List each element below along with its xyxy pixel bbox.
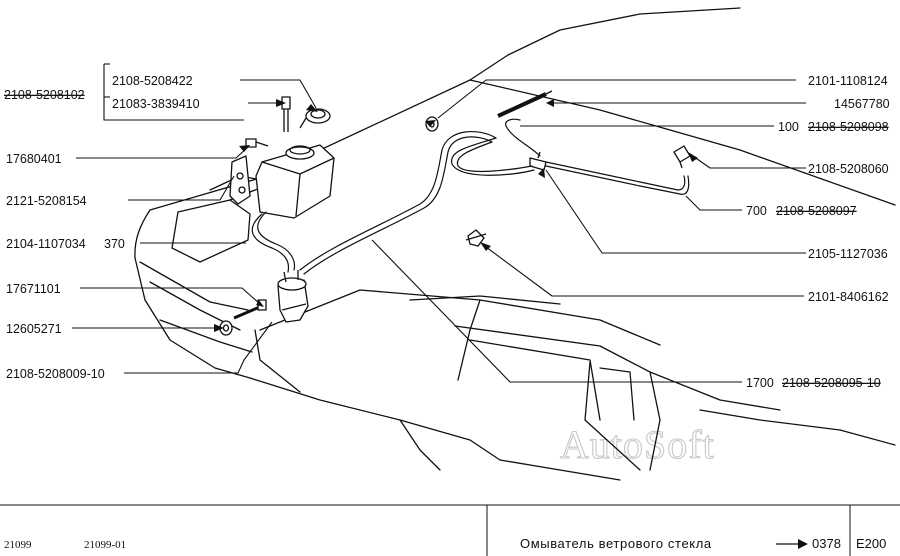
label-2108-5208097: 2108-5208097 xyxy=(776,204,857,218)
label-2108-5208102: 2108-5208102 xyxy=(4,88,85,102)
label-21083-3839410: 21083-3839410 xyxy=(112,97,200,111)
footer: 21099 21099-01 Омыватель ветрового стекл… xyxy=(0,504,900,556)
label-2105-1127036: 2105-1127036 xyxy=(808,247,888,261)
washer-pump xyxy=(277,270,309,323)
nozzle-rod xyxy=(497,90,553,118)
label-2104-1107034: 2104-1107034 xyxy=(6,237,86,251)
label-370: 370 xyxy=(104,237,125,251)
left-labels: 2108-5208102 2108-5208422 21083-3839410 … xyxy=(4,74,200,381)
washer-reservoir xyxy=(255,144,335,219)
label-2108-5208095-10: 2108-5208095-10 xyxy=(782,376,881,390)
label-17680401: 17680401 xyxy=(6,152,62,166)
reservoir-bracket xyxy=(229,155,251,205)
label-2101-8406162: 2101-8406162 xyxy=(808,290,889,304)
right-labels: 2101-1108124 14567780 100 2108-5208098 2… xyxy=(746,74,890,390)
bolt xyxy=(233,299,267,320)
label-2108-5208060: 2108-5208060 xyxy=(808,162,889,176)
label-2108-5208009-10: 2108-5208009-10 xyxy=(6,367,105,381)
footer-page-number: 0378 xyxy=(812,536,841,551)
leader-arrowheads xyxy=(214,99,698,332)
label-100: 100 xyxy=(778,120,799,134)
label-2121-5208154: 2121-5208154 xyxy=(6,194,87,208)
footer-model-21099: 21099 xyxy=(4,539,32,551)
label-2101-1108124: 2101-1108124 xyxy=(808,74,888,88)
label-12605271: 12605271 xyxy=(6,322,62,336)
label-2108-5208098: 2108-5208098 xyxy=(808,120,889,134)
label-14567780: 14567780 xyxy=(834,97,890,111)
label-17671101: 17671101 xyxy=(6,282,61,296)
footer-model-21099-01: 21099-01 xyxy=(84,539,126,551)
label-700: 700 xyxy=(746,204,767,218)
reservoir-cap xyxy=(299,108,331,129)
jet-nozzle xyxy=(673,145,691,169)
footer-title: Омыватель ветрового стекла xyxy=(520,536,712,551)
screw xyxy=(245,138,269,148)
label-1700: 1700 xyxy=(746,376,774,390)
leader-lines xyxy=(72,63,806,383)
label-2108-5208422: 2108-5208422 xyxy=(112,74,193,88)
car-body-outline xyxy=(134,7,896,481)
footer-arrow-icon xyxy=(776,539,808,549)
parts-illustration xyxy=(219,90,691,336)
footer-section-code: E200 xyxy=(856,536,886,551)
watermark-text: AutoSoft xyxy=(560,422,715,467)
hoses xyxy=(251,118,690,275)
